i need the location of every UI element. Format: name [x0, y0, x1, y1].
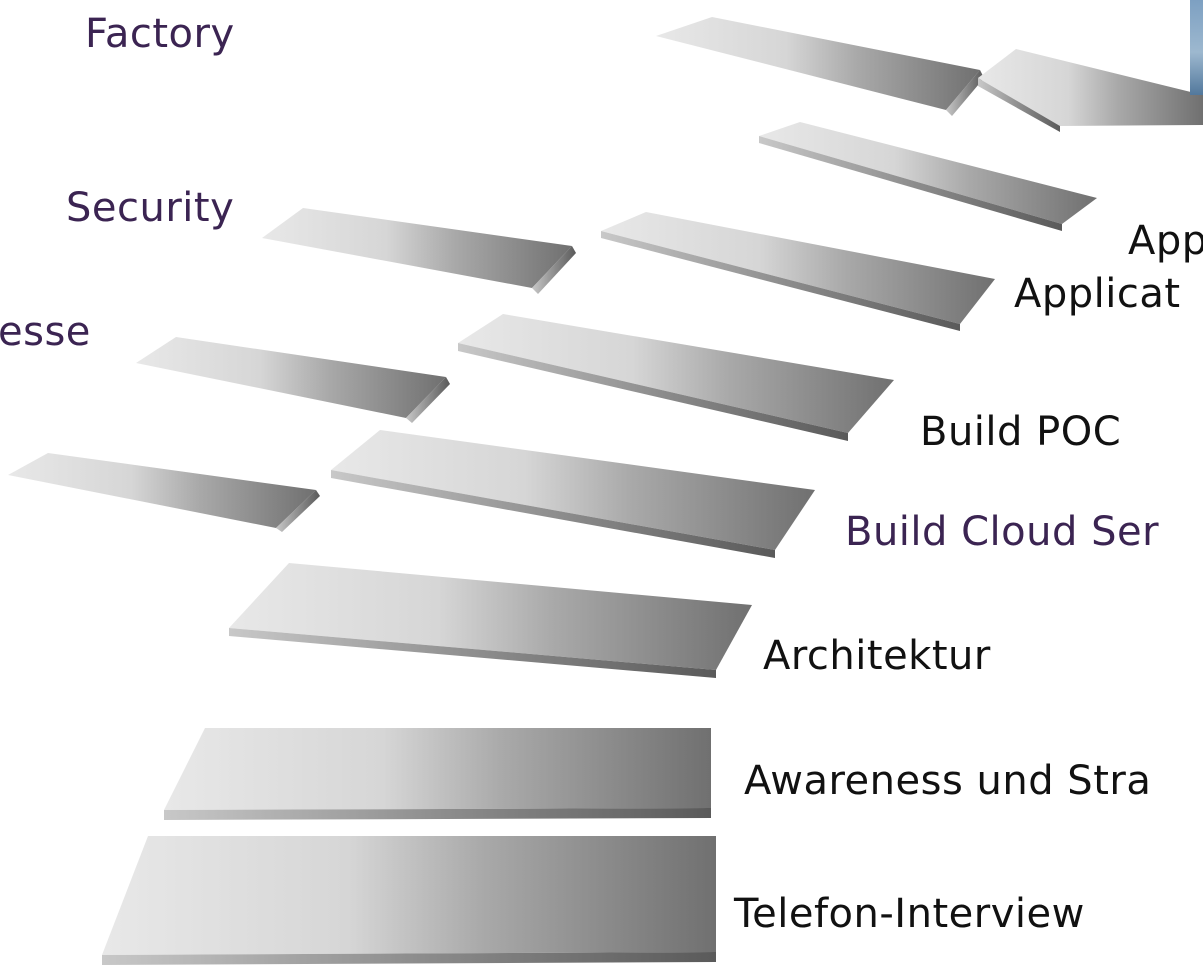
step-top-right [978, 49, 1203, 132]
step-build-poc [458, 314, 894, 441]
label-build-cloud: Build Cloud Ser [845, 509, 1160, 555]
label-awareness: Awareness und Stra [744, 758, 1152, 804]
label-architektur: Architektur [763, 633, 991, 679]
label-factory: Factory [85, 11, 235, 57]
step-applicat [601, 212, 995, 331]
step-left-1 [8, 453, 320, 532]
step-left-2 [136, 337, 450, 423]
label-applicat: Applicat [1014, 271, 1181, 317]
label-app: App [1128, 218, 1203, 264]
step-top-left [656, 17, 984, 116]
label-esse: esse [0, 309, 91, 355]
step-awareness [164, 728, 711, 820]
label-security: Security [66, 185, 235, 231]
step-build-cloud [331, 430, 815, 558]
step-architektur [229, 563, 752, 678]
step-left-3 [262, 208, 576, 294]
label-telefon: Telefon-Interview [734, 891, 1085, 937]
step-telefon [102, 836, 716, 965]
step-app [759, 122, 1097, 231]
photo-thumbnail [1190, 0, 1203, 95]
label-build-poc: Build POC [920, 409, 1122, 455]
